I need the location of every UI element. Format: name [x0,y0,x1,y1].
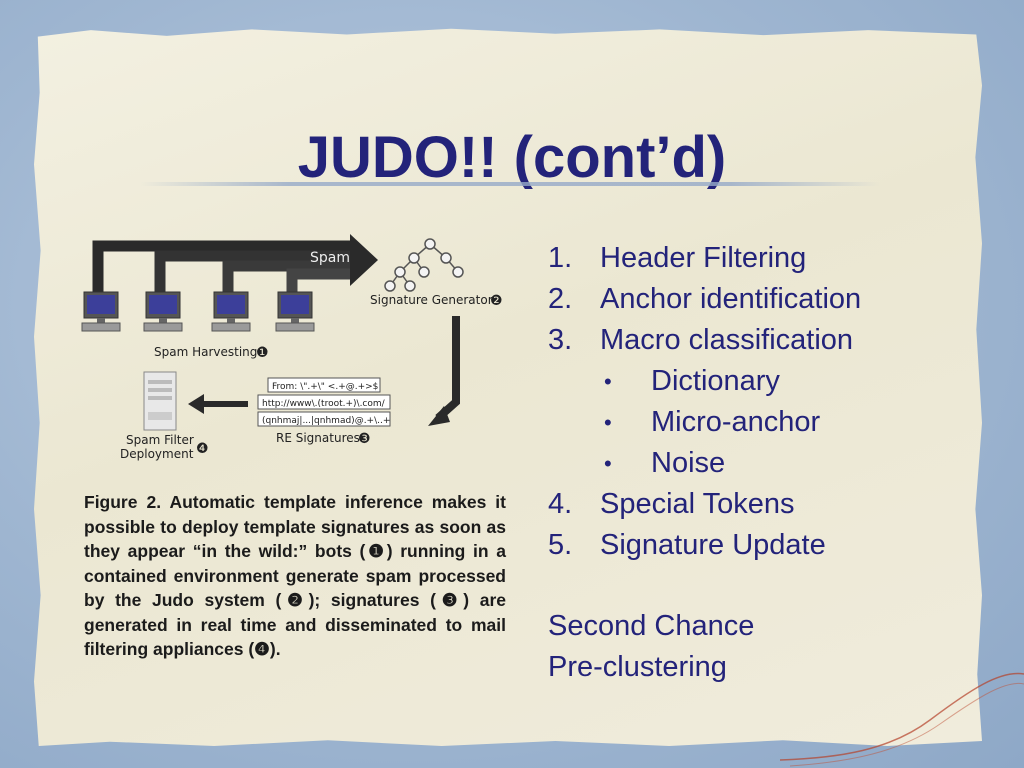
list-label: Special Tokens [600,488,795,520]
signature-generator-marker: ❷ [490,293,503,309]
title-underline [140,182,880,186]
list-label: Macro classification [600,324,854,356]
bullet-icon: • [604,410,612,435]
regex-boxes [257,377,391,427]
list-number: 5. [548,529,573,561]
list-item: 1. Header Filtering [548,238,968,279]
list-label: Noise [651,447,726,479]
bullet-icon: • [604,451,612,476]
topic-list: 1. Header Filtering 2. Anchor identifica… [548,238,968,566]
sub-list-item: • Micro-anchor [548,402,968,443]
spam-harvesting-label: Spam Harvesting [154,345,257,359]
list-item: 2. Anchor identification [548,279,968,320]
list-label: Dictionary [651,365,780,397]
list-number: 2. [548,283,573,315]
spam-arrow-label: Spam [310,250,350,266]
list-item: 3. Macro classification [548,320,968,361]
re-signatures-marker: ❸ [358,431,371,447]
extra-notes: Second Chance Pre-clustering [548,606,754,688]
sub-list-item: • Noise [548,443,968,484]
spam-filter-label-1: Spam Filter [126,433,194,447]
spam-harvesting-marker: ❶ [256,345,269,361]
list-number: 1. [548,242,573,274]
slide-title: JUDO!! (cont’d) [297,125,727,190]
re-signatures-label: RE Signatures [276,431,360,445]
spam-filter-marker: ❹ [196,441,209,457]
list-label: Micro-anchor [651,406,821,438]
paper-background [34,28,982,746]
tree-icon [384,238,464,292]
decorative-swirl-icon [780,672,1024,767]
pre-clustering-text: Pre-clustering [548,651,727,683]
sub-list-item: • Dictionary [548,361,968,402]
pipeline-diagram: Spam [81,234,503,461]
figure-caption: Figure 2. Automatic template inference m… [84,492,506,659]
list-number: 3. [548,324,573,356]
list-number: 4. [548,488,573,520]
server-icon [143,371,177,431]
signature-generator-label: Signature Generator [370,293,493,307]
regex-line-2: http://www\.(troot.+)\.com/ [262,399,386,409]
spam-arrow-head [350,234,378,286]
list-label: Signature Update [600,529,826,561]
list-item: 5. Signature Update [548,525,968,566]
regex-line-3: (qnhmaj|...|qnhmad)@.+\..+ [262,416,390,426]
generator-output-arrow [428,316,460,426]
list-label: Header Filtering [600,242,807,274]
bot-computers [81,291,315,332]
deploy-arrow [188,394,248,414]
second-chance-text: Second Chance [548,610,755,642]
figure-diagram: Spam [78,232,516,490]
list-label: Anchor identification [600,283,862,315]
bullet-icon: • [604,369,612,394]
spam-filter-label-2: Deployment [120,447,194,461]
regex-line-1: From: \".+\" <.+@.+>$ [272,382,378,392]
list-item: 4. Special Tokens [548,484,968,525]
